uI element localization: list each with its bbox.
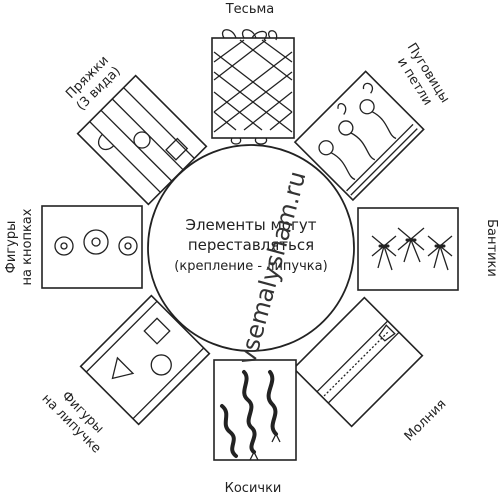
buckle-square <box>165 137 189 161</box>
buckle-semicircle <box>97 133 115 151</box>
square-figure <box>143 317 171 345</box>
flower-icon <box>118 236 138 256</box>
bow-icon <box>371 235 397 271</box>
label-bows: Бантики <box>484 219 499 277</box>
buckle-circle <box>133 131 151 149</box>
panel-braids <box>213 359 297 461</box>
center-text-line2: переставляться <box>188 236 314 254</box>
panel-bows <box>357 207 459 291</box>
panel-velcro-figures <box>79 294 211 426</box>
center-circle <box>147 144 355 352</box>
label-snaps-line1: Фигуры <box>4 221 19 274</box>
label-braids: Косички <box>225 481 282 496</box>
panel-snap-figures <box>41 205 143 289</box>
flower-icon <box>54 236 74 256</box>
panel-buttons-loops <box>293 70 425 202</box>
center-text-line1: Элементы могут <box>186 216 317 234</box>
center-text-line3: (крепление - липучка) <box>174 259 327 274</box>
circle-figure <box>150 354 172 376</box>
label-tape: Тесьма <box>225 2 275 17</box>
panel-zipper <box>292 296 424 428</box>
label-snaps-line2: на кнопках <box>20 208 35 285</box>
bow-icon <box>427 235 453 271</box>
triangle-figure <box>111 356 135 380</box>
flower-icon <box>83 229 109 255</box>
label-zipper: Молния <box>402 397 450 445</box>
panel-lacing <box>211 29 295 145</box>
bow-icon <box>397 227 425 263</box>
